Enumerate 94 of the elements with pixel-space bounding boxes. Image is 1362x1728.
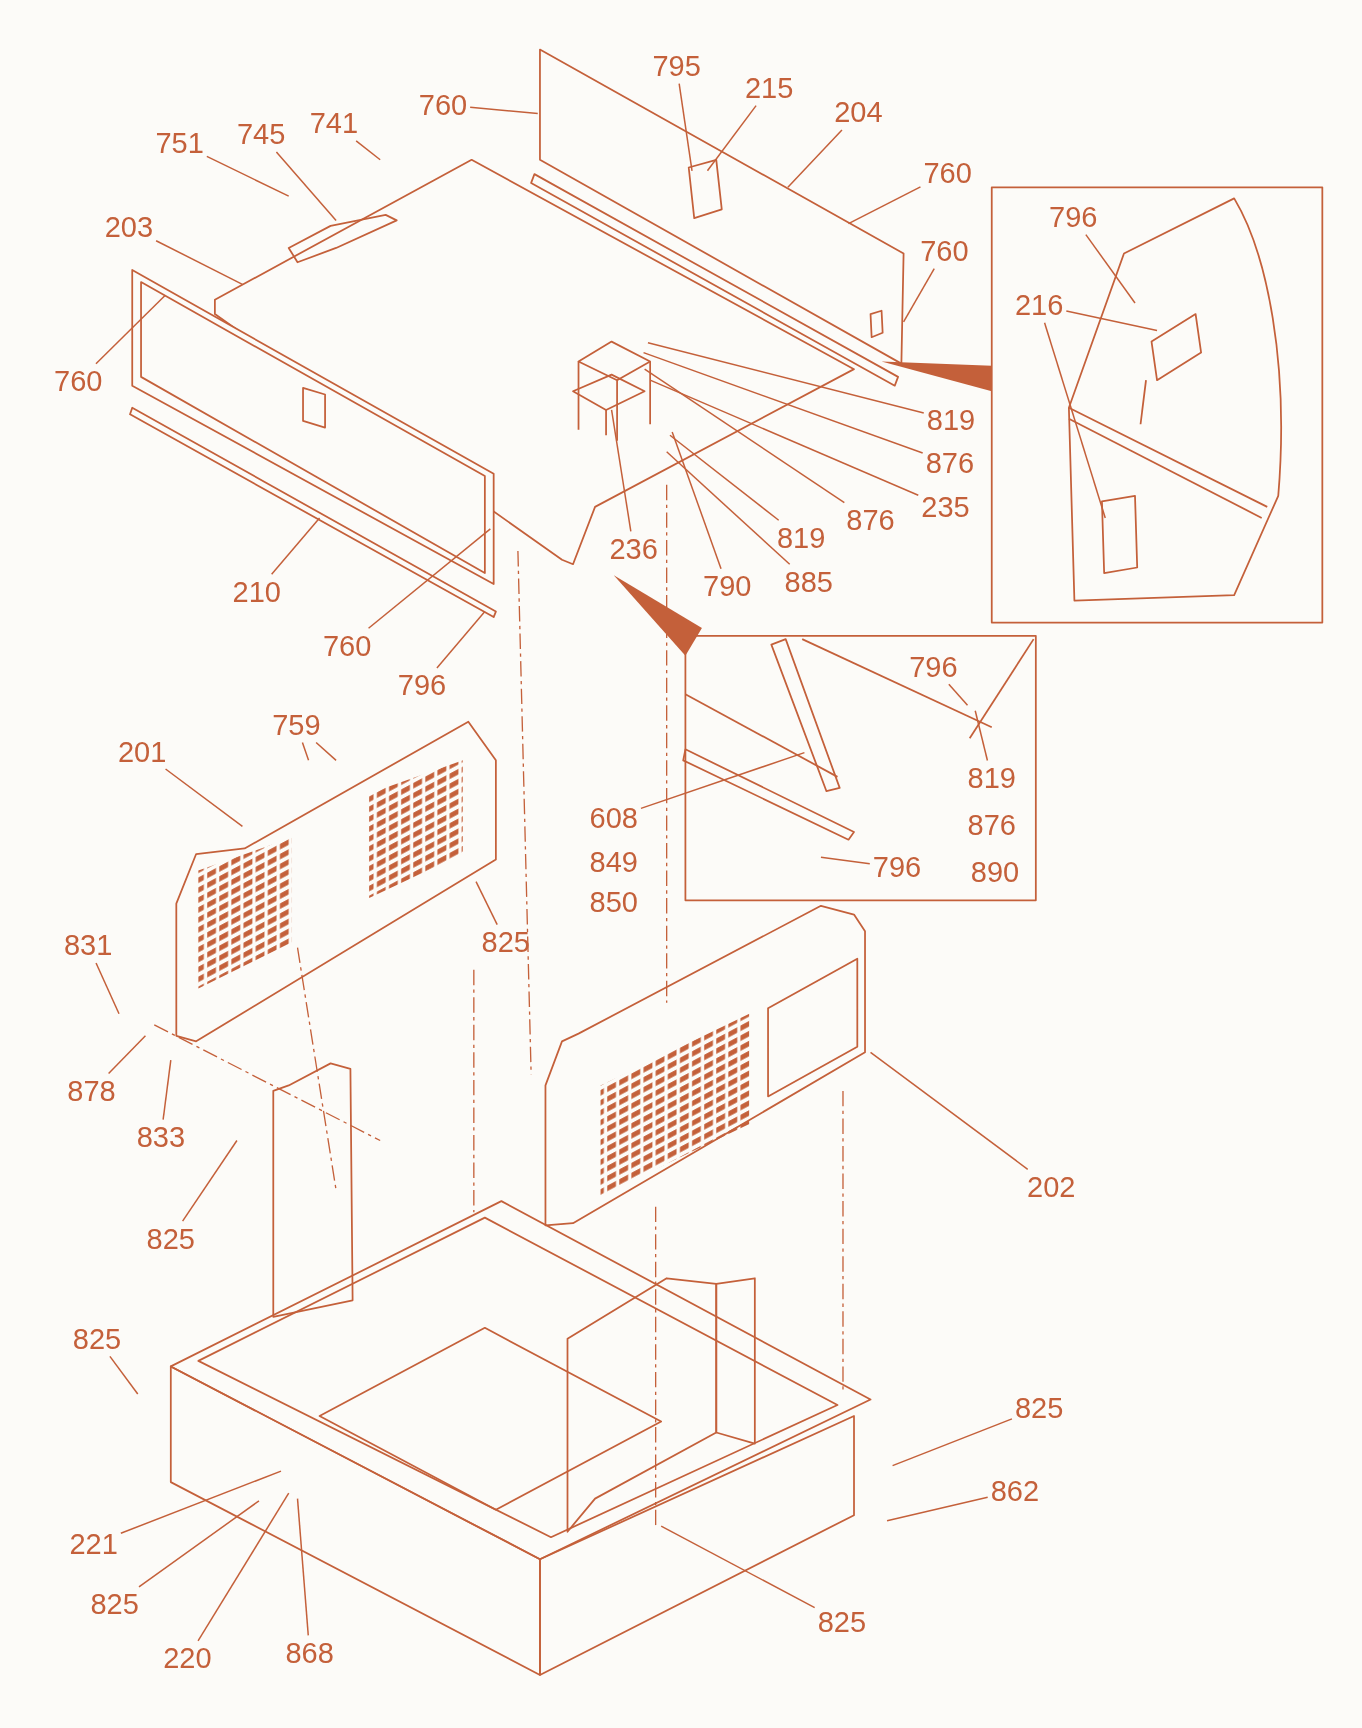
leader-line xyxy=(315,741,337,762)
callout-number: 885 xyxy=(784,567,833,597)
callout-number: 760 xyxy=(322,631,372,661)
leader-line xyxy=(181,1139,238,1222)
callout-number: 890 xyxy=(970,857,1020,887)
callout-number: 202 xyxy=(1027,1172,1076,1202)
callout-number: 876 xyxy=(967,810,1016,840)
leader-line xyxy=(787,129,843,189)
leader-line xyxy=(270,517,321,575)
callout-number: 825 xyxy=(1014,1393,1064,1423)
callout-number: 215 xyxy=(744,73,794,103)
leader-line xyxy=(275,151,337,222)
callout-number: 868 xyxy=(285,1638,334,1668)
leader-line xyxy=(1085,233,1136,304)
leader-line xyxy=(95,294,167,365)
callout-number: 819 xyxy=(776,523,826,553)
callout-number: 819 xyxy=(967,763,1016,793)
callout-number: 760 xyxy=(923,158,972,188)
callout-number: 796 xyxy=(872,852,922,882)
leader-line xyxy=(162,1059,172,1121)
leader-line xyxy=(475,880,498,926)
leader-line xyxy=(1065,310,1158,332)
callout-number: 825 xyxy=(481,927,530,957)
callout-number: 876 xyxy=(846,505,895,535)
callout-number: 216 xyxy=(1014,290,1064,320)
callout-number: 741 xyxy=(309,108,359,138)
callout-number: 204 xyxy=(834,97,883,127)
leader-line xyxy=(120,1470,282,1534)
callout-number: 220 xyxy=(163,1643,212,1673)
callout-number: 825 xyxy=(90,1589,139,1619)
leader-line xyxy=(301,741,310,762)
callout-number: 796 xyxy=(397,670,447,700)
leader-line xyxy=(847,186,922,225)
callout-number: 236 xyxy=(609,534,658,564)
callout-number: 831 xyxy=(63,930,113,960)
callout-number: 201 xyxy=(117,737,167,766)
callout-number: 833 xyxy=(136,1122,186,1152)
leader-line xyxy=(948,683,969,706)
callout-number: 608 xyxy=(589,803,638,833)
callout-number: 745 xyxy=(236,119,286,149)
leader-line xyxy=(671,431,722,570)
leader-line xyxy=(164,768,244,828)
leader-line xyxy=(974,710,989,762)
leader-line xyxy=(155,240,244,286)
leader-line xyxy=(107,1035,147,1075)
callout-number: 825 xyxy=(146,1224,195,1254)
leader-line xyxy=(640,751,806,810)
callout-number: 825 xyxy=(817,1607,867,1637)
leader-line xyxy=(665,451,791,566)
leader-line xyxy=(647,341,925,414)
leader-line xyxy=(197,1492,290,1642)
leader-line xyxy=(610,409,632,532)
callout-number: 819 xyxy=(926,405,976,435)
leader-line xyxy=(642,351,924,454)
callout-number: 221 xyxy=(69,1529,118,1559)
leader-line xyxy=(869,1051,1029,1171)
leader-line xyxy=(436,610,486,669)
callout-number: 876 xyxy=(925,448,975,478)
leader-line xyxy=(886,1496,989,1522)
callout-number: 760 xyxy=(920,236,969,266)
callout-number: 751 xyxy=(155,128,204,158)
leader-line xyxy=(206,155,290,197)
callout-number: 235 xyxy=(921,492,970,522)
leader-line xyxy=(660,1525,816,1609)
leader-line xyxy=(643,368,846,504)
callout-number: 796 xyxy=(1049,202,1098,232)
leader-line xyxy=(706,104,757,172)
leader-line xyxy=(1043,322,1106,519)
leader-line xyxy=(891,1418,1013,1467)
leader-line xyxy=(296,1497,309,1637)
callout-number: 790 xyxy=(703,571,752,601)
leader-line xyxy=(138,1500,260,1588)
callout-number: 850 xyxy=(589,888,638,917)
callout-number: 825 xyxy=(72,1324,122,1354)
callout-number: 759 xyxy=(272,710,321,740)
leader-line xyxy=(820,856,871,865)
leader-line xyxy=(95,962,120,1015)
leader-line xyxy=(678,82,693,172)
leader-line xyxy=(367,528,492,629)
callout-number: 760 xyxy=(418,90,468,120)
leader-line xyxy=(355,140,381,161)
callout-number: 862 xyxy=(990,1476,1040,1506)
leader-line xyxy=(902,268,935,323)
callout-number: 795 xyxy=(652,51,701,81)
leader-line xyxy=(669,434,780,521)
callout-number: 760 xyxy=(54,366,103,396)
leader-line xyxy=(649,379,919,496)
callout-number: 203 xyxy=(104,212,154,242)
callout-number: 849 xyxy=(589,847,638,877)
callout-number: 878 xyxy=(67,1076,116,1106)
callout-number: 210 xyxy=(232,577,281,607)
callout-number: 796 xyxy=(909,652,958,682)
leader-line xyxy=(109,1355,139,1395)
leader-line xyxy=(469,106,539,115)
